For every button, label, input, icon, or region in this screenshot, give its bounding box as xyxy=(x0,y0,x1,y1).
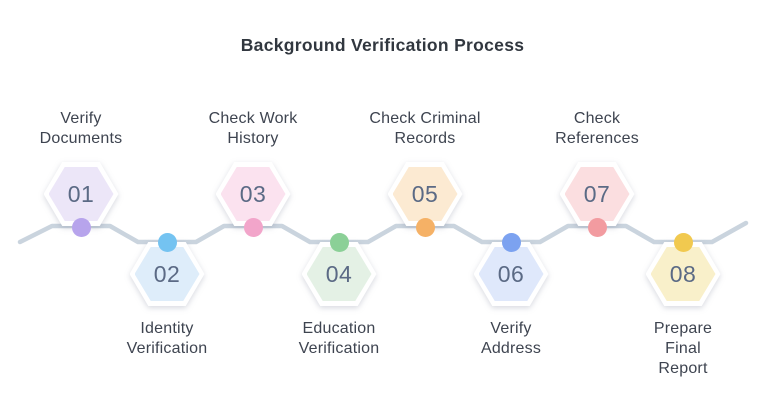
step-dot xyxy=(673,232,693,252)
step-dot xyxy=(71,217,91,237)
step-label: Check Criminal Records xyxy=(369,110,481,147)
step-hexagon: 05 xyxy=(387,162,463,226)
hexagon-fill xyxy=(392,167,458,221)
hexagon-fill xyxy=(306,247,372,301)
step-hexagon: 01 xyxy=(43,162,119,226)
step-label: Verify Address xyxy=(480,320,542,357)
hexagon-border xyxy=(215,162,291,226)
step-hexagon: 03 xyxy=(215,162,291,226)
step-number: 08 xyxy=(669,260,697,287)
step-label: Identity Verification xyxy=(126,320,208,357)
step-dot xyxy=(243,217,263,237)
hexagon-border xyxy=(387,162,463,226)
hexagon-border xyxy=(43,162,119,226)
step-label: Verify Documents xyxy=(39,110,123,147)
step-dot xyxy=(329,232,349,252)
step-label: Check References xyxy=(555,110,639,147)
step-number: 04 xyxy=(325,260,353,287)
step-number: 02 xyxy=(153,260,181,287)
step-hexagon: 06 xyxy=(473,242,549,306)
step-number: 06 xyxy=(497,260,525,287)
step-label: Education Verification xyxy=(298,320,380,357)
step-number: 07 xyxy=(583,180,611,207)
step-dot xyxy=(501,232,521,252)
hexagon-border xyxy=(559,162,635,226)
step-hexagon: 04 xyxy=(301,242,377,306)
diagram-title: Background Verification Process xyxy=(240,35,525,55)
step-number: 01 xyxy=(67,180,95,207)
step-label: Check Work History xyxy=(208,110,298,147)
step-dot xyxy=(587,217,607,237)
zigzag-path xyxy=(17,220,749,245)
step-number: 03 xyxy=(239,180,267,207)
step-number: 05 xyxy=(411,180,439,207)
step-hexagon: 08 xyxy=(645,242,721,306)
step-label: Prepare Final Report xyxy=(653,320,713,377)
step-dot xyxy=(157,232,177,252)
step-hexagon: 02 xyxy=(129,242,205,306)
step-dot xyxy=(415,217,435,237)
step-hexagon: 07 xyxy=(559,162,635,226)
